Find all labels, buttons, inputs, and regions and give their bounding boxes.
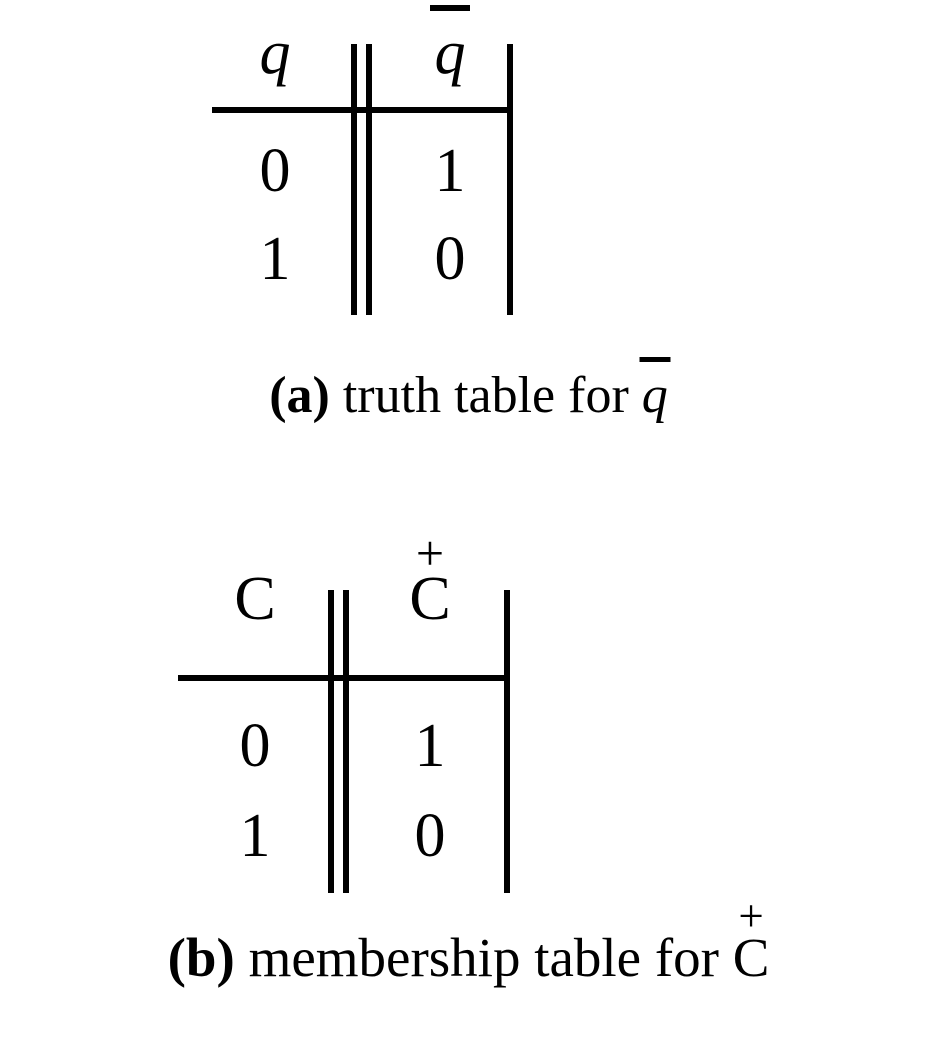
- caption-b-symbol-c-plus: +C: [732, 894, 770, 988]
- header-symbol-c-base: C: [409, 565, 451, 633]
- table-b-header-col1: C: [215, 568, 295, 630]
- table-b-row1-col0: 1: [239, 802, 271, 870]
- table-b-row0-col1: 1: [414, 712, 446, 780]
- table-b-header-col2: + C: [390, 528, 470, 633]
- table-b-separator-rule-right: [343, 590, 349, 893]
- truth-table-a: q q 0 1 1 0: [0, 0, 937, 340]
- table-a-row0-col1: 1: [434, 137, 466, 205]
- overline-accent-icon: [430, 5, 470, 11]
- header-symbol-q-base: q: [434, 19, 466, 87]
- caption-b-tag: (b): [167, 927, 235, 988]
- caption-b-text: membership table for: [248, 927, 719, 988]
- caption-a-symbol-base: q: [641, 367, 668, 424]
- table-a-header-col2: q: [410, 5, 490, 87]
- plus-accent-icon: +: [738, 891, 764, 941]
- table-a-row0-col0: 0: [259, 137, 291, 205]
- overline-accent-icon: [639, 357, 671, 362]
- caption-a: (a) truth table for q: [0, 357, 937, 424]
- subfigure-b: C + C 0 1 1 0 (b) membership table for +…: [0, 520, 937, 1043]
- subfigure-a: q q 0 1 1 0 (a) truth table for q: [0, 0, 937, 470]
- table-b-right-rule: [504, 590, 510, 893]
- truth-table-b: C + C 0 1 1 0: [0, 520, 937, 910]
- plus-accent-icon: +: [415, 525, 445, 581]
- table-b-separator-rule-left: [328, 590, 334, 893]
- header-symbol-q: q: [259, 19, 291, 87]
- header-symbol-c-plus: + C: [409, 528, 451, 633]
- caption-b-symbol-base: C: [732, 927, 770, 988]
- header-symbol-c: C: [234, 565, 276, 633]
- caption-a-symbol-q-overline: q: [639, 357, 671, 424]
- caption-a-tag: (a): [269, 367, 330, 424]
- caption-b: (b) membership table for +C: [0, 894, 937, 988]
- table-b-row0-col0: 0: [239, 712, 271, 780]
- table-b-row1-col1: 0: [414, 802, 446, 870]
- caption-a-text: truth table for: [342, 367, 629, 424]
- table-a-row1-col1: 0: [434, 225, 466, 293]
- header-symbol-q-overline: q: [430, 5, 470, 87]
- table-a-separator-rule-right: [366, 44, 372, 315]
- table-a-separator-rule-left: [351, 44, 357, 315]
- table-a-right-rule: [507, 44, 513, 315]
- table-a-header-rule: [212, 107, 513, 113]
- table-a-header-col1: q: [235, 22, 315, 84]
- table-a-row1-col0: 1: [259, 225, 291, 293]
